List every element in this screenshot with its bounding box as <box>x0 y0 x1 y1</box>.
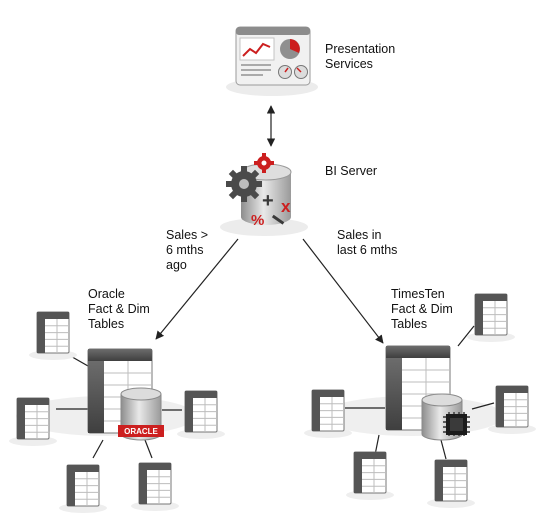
right-arrow-label-line1: Sales in <box>337 228 382 242</box>
svg-text:x: x <box>281 197 291 216</box>
left-arrow-label-line3: ago <box>166 258 187 272</box>
bi-to-timesten-arrow <box>302 238 384 344</box>
bi-to-oracle-arrow <box>155 238 239 340</box>
bi-server-icon: + x % <box>220 153 308 236</box>
presentation-services-label: Presentation Services <box>325 42 395 72</box>
oracle-database-icon: ORACLE <box>118 387 164 441</box>
oracle-label-line1: Oracle <box>88 287 125 301</box>
oracle-logo-text: ORACLE <box>124 427 158 436</box>
oracle-group-label: Oracle Fact & Dim Tables <box>88 287 150 332</box>
oracle-label-line3: Tables <box>88 317 125 331</box>
timesten-group-label: TimesTen Fact & Dim Tables <box>391 287 453 332</box>
oracle-label-line2: Fact & Dim <box>88 302 150 316</box>
dim-table <box>488 385 536 434</box>
dim-table <box>346 451 394 500</box>
timesten-tables-cluster <box>304 293 536 508</box>
dim-table <box>304 389 352 438</box>
dim-table <box>9 397 57 446</box>
svg-text:%: % <box>251 212 264 229</box>
left-arrow-label-line2: 6 mths <box>166 243 204 257</box>
memory-chip-icon <box>443 412 470 436</box>
dim-table <box>131 462 179 511</box>
dim-table <box>29 311 77 360</box>
dim-table <box>467 293 515 342</box>
oracle-tables-cluster: ORACLE <box>9 311 225 513</box>
left-arrow-label: Sales > 6 mths ago <box>166 228 208 273</box>
svg-text:+: + <box>262 190 274 212</box>
timesten-label-line3: Tables <box>391 317 428 331</box>
right-arrow-label-line2: last 6 mths <box>337 243 398 257</box>
timesten-database-icon <box>421 393 470 441</box>
dim-table <box>59 464 107 513</box>
presentation-services-icon <box>226 26 318 96</box>
right-arrow-label: Sales in last 6 mths <box>337 228 397 258</box>
bi-server-label: BI Server <box>325 164 377 179</box>
presentation-label-line1: Presentation <box>325 42 396 56</box>
timesten-label-line2: Fact & Dim <box>391 302 453 316</box>
bi-server-label-text: BI Server <box>325 164 378 178</box>
left-arrow-label-line1: Sales > <box>166 228 209 242</box>
dim-table <box>177 390 225 439</box>
timesten-label-line1: TimesTen <box>391 287 445 301</box>
dim-table <box>427 459 475 508</box>
presentation-label-line2: Services <box>325 57 373 71</box>
